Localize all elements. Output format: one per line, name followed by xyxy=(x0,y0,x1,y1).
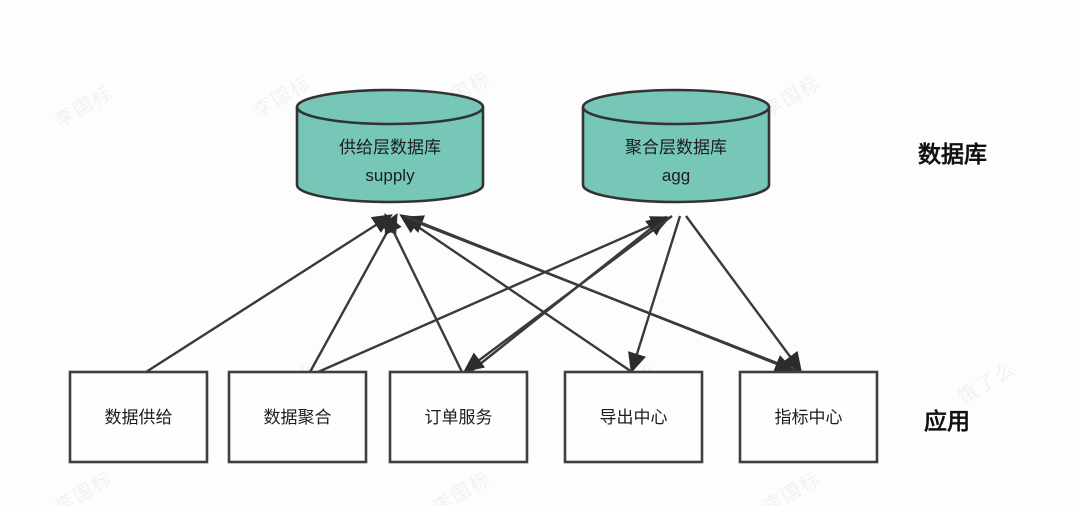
edge-layer xyxy=(145,212,802,374)
cylinder-top-ellipse xyxy=(581,88,771,126)
database-cylinder-supply[interactable]: 供给层数据库 supply xyxy=(295,88,485,204)
application-box-order-service[interactable]: 订单服务 xyxy=(388,370,529,464)
application-box-export-center[interactable]: 导出中心 xyxy=(563,370,704,464)
database-cylinder-agg[interactable]: 聚合层数据库 agg xyxy=(581,88,771,204)
edge-order-service-to-supply xyxy=(384,212,464,373)
edge-data-supply-to-supply xyxy=(145,214,393,374)
database-cylinder-layer: 供给层数据库 supply 聚合层数据库 agg xyxy=(295,88,771,204)
application-box-rect[interactable] xyxy=(388,370,529,464)
tier-label-database: 数据库 xyxy=(918,142,987,168)
application-box-rect[interactable] xyxy=(738,370,879,464)
edge-data-agg-to-supply xyxy=(308,213,398,373)
tier-label-application: 应用 xyxy=(924,408,970,435)
cylinder-subtitle: supply xyxy=(365,166,415,185)
application-box-label: 导出中心 xyxy=(600,408,668,428)
application-box-layer: 数据供给 数据聚合 订单服务 导出中心 指标中心 xyxy=(68,370,879,464)
application-box-rect[interactable] xyxy=(68,370,209,464)
edge-data-agg-to-agg xyxy=(317,216,672,374)
application-box-label: 指标中心 xyxy=(775,408,843,428)
edge-agg-to-order-service xyxy=(463,215,673,373)
cylinder-body xyxy=(581,105,771,204)
application-box-label: 订单服务 xyxy=(425,408,493,428)
application-box-data-agg[interactable]: 数据聚合 xyxy=(227,370,368,464)
cylinder-body xyxy=(295,105,485,204)
edge-agg-to-export-center xyxy=(628,215,682,374)
cylinder-title: 聚合层数据库 xyxy=(625,138,727,158)
edge-supply-to-metric-center xyxy=(403,214,796,373)
cylinder-subtitle: agg xyxy=(662,166,690,185)
application-box-rect[interactable] xyxy=(227,370,368,464)
edge-agg-to-metric-center xyxy=(685,215,802,373)
application-box-rect[interactable] xyxy=(563,370,704,464)
application-box-data-supply[interactable]: 数据供给 xyxy=(68,370,209,464)
application-box-metric-center[interactable]: 指标中心 xyxy=(738,370,879,464)
edge-export-center-to-supply xyxy=(399,214,633,373)
application-box-label: 数据供给 xyxy=(105,408,173,428)
cylinder-top-ellipse xyxy=(295,88,485,126)
cylinder-title: 供给层数据库 xyxy=(339,138,441,158)
application-box-label: 数据聚合 xyxy=(264,408,332,428)
